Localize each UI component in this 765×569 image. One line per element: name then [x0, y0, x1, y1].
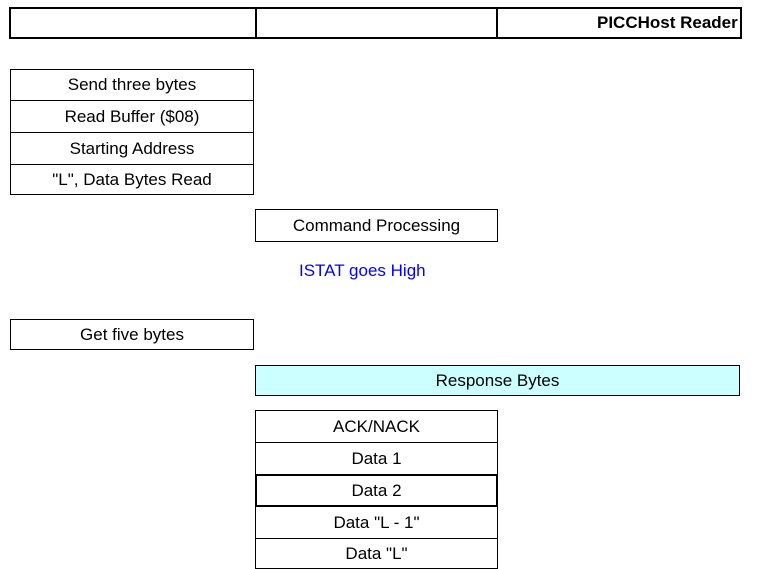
send-row-3: Starting Address	[10, 132, 254, 165]
response-row-2: Data 1	[255, 442, 498, 475]
get-five-bytes-box: Get five bytes	[10, 319, 254, 350]
header-cell-1	[9, 7, 257, 39]
send-row-4: "L", Data Bytes Read	[10, 164, 254, 195]
response-row-1: ACK/NACK	[255, 410, 498, 443]
send-row-1: Send three bytes	[10, 69, 254, 101]
response-row-3: Data 2	[255, 474, 498, 507]
header-cell-3	[496, 7, 742, 39]
header-title: PICCHost Reader	[597, 13, 738, 32]
response-bytes-box: Response Bytes	[255, 365, 740, 396]
response-row-4: Data "L - 1"	[255, 506, 498, 539]
command-processing-box: Command Processing	[255, 209, 498, 242]
istat-note: ISTAT goes High	[299, 261, 426, 280]
send-row-2: Read Buffer ($08)	[10, 100, 254, 133]
response-row-5: Data "L"	[255, 538, 498, 569]
header-cell-2	[255, 7, 498, 39]
